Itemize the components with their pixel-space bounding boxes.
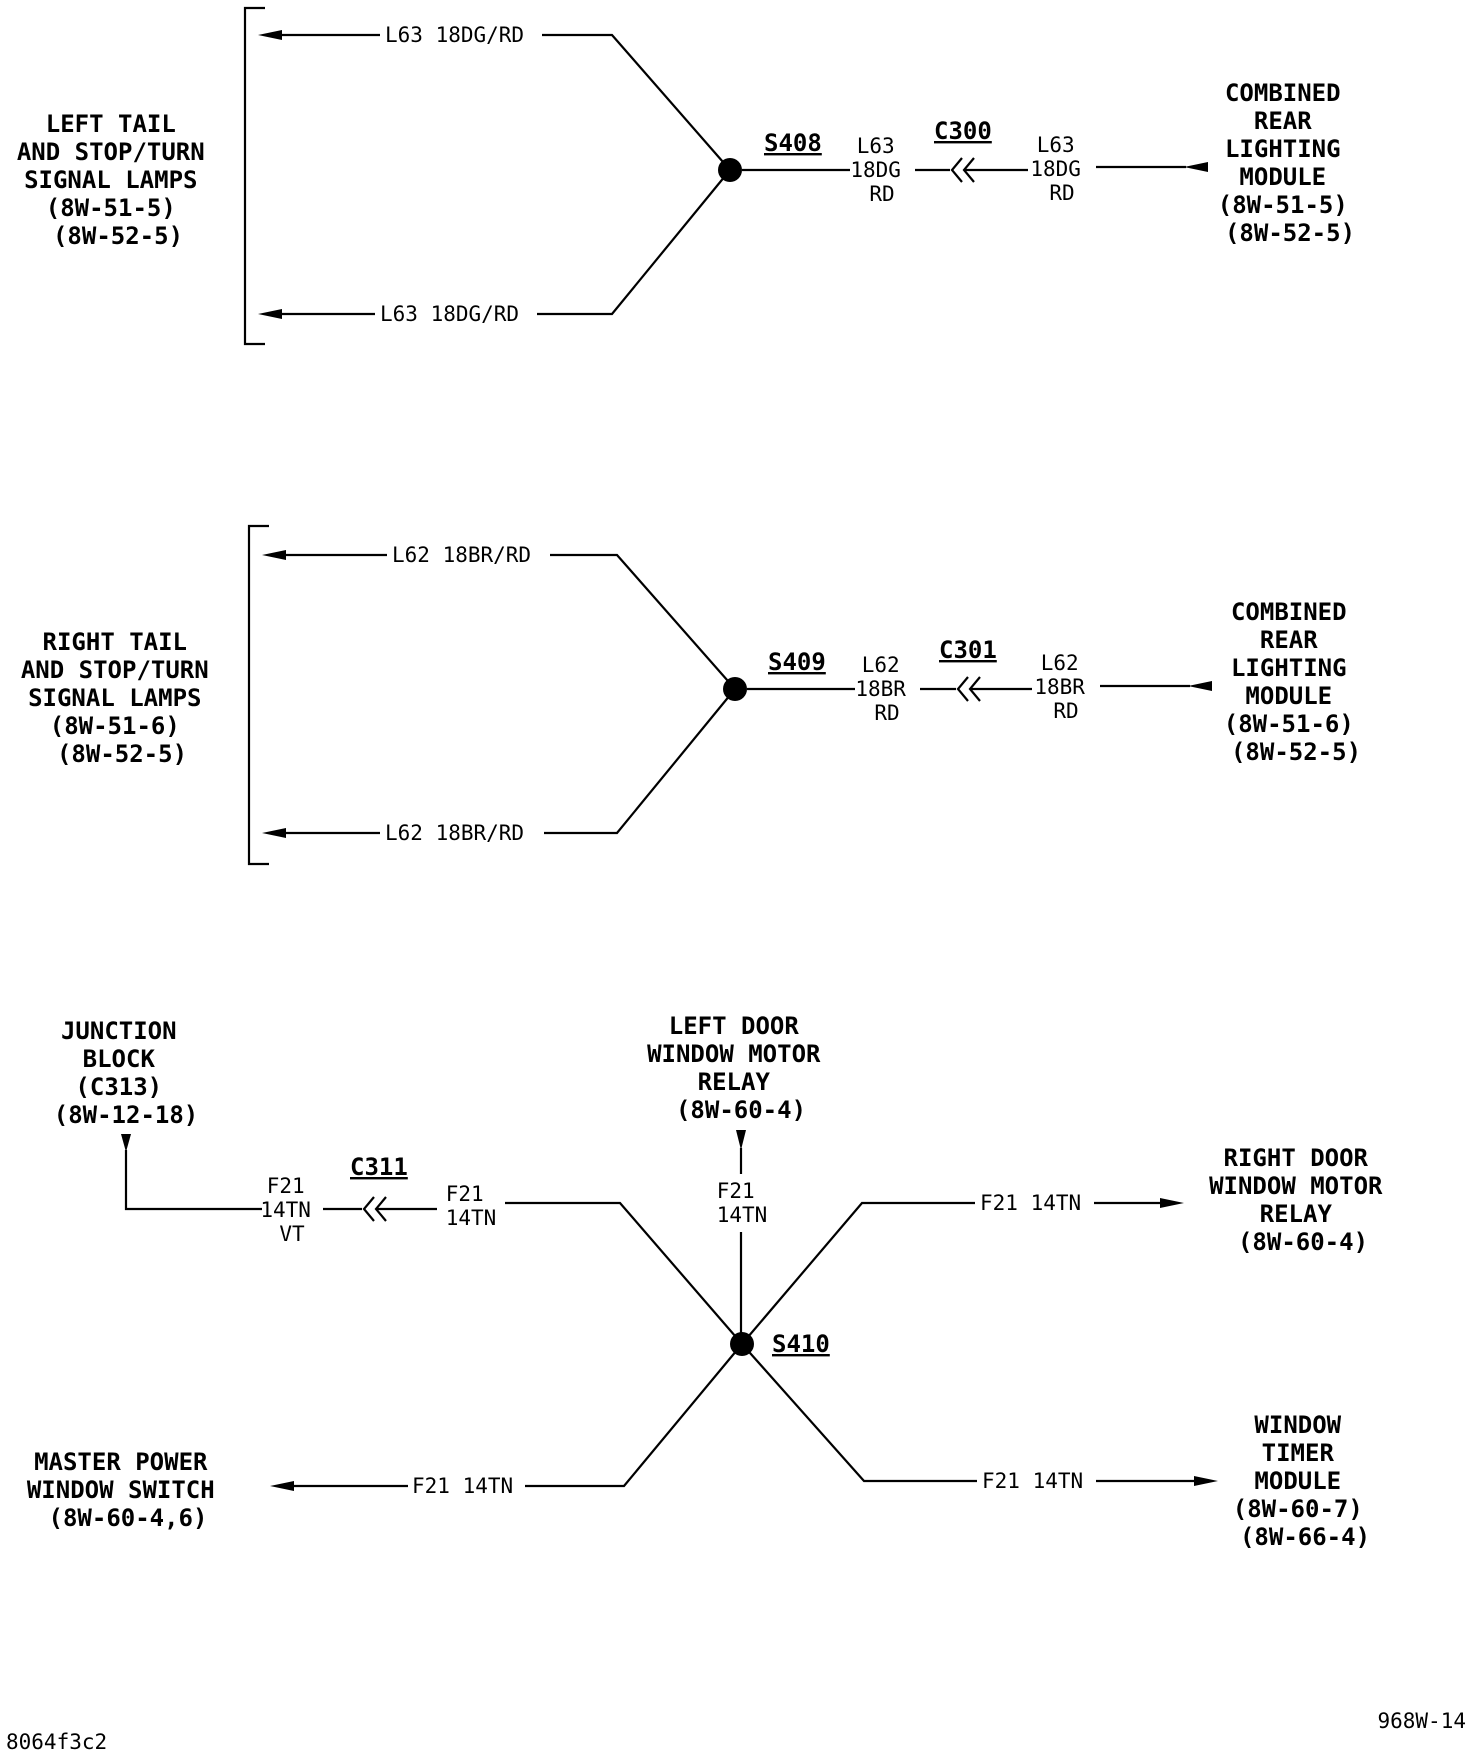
arrow-head-left xyxy=(262,828,286,838)
wire-label-bottom: L63 18DG/RD xyxy=(380,302,519,326)
splice-dot xyxy=(718,158,742,182)
lamp-bracket-right xyxy=(247,524,269,866)
wire-line xyxy=(544,688,736,835)
arrow-head-down xyxy=(121,1134,131,1152)
left-tail-lamps-label: LEFT TAIL AND STOP/TURN SIGNAL LAMPS (8W… xyxy=(17,110,219,250)
wire-line xyxy=(741,1201,975,1345)
connector-label-c311: C311 xyxy=(350,1153,408,1181)
connector-label-c300: C300 xyxy=(934,117,992,145)
wire-line xyxy=(537,169,731,316)
wire-label-master: F21 14TN xyxy=(412,1474,513,1498)
connector-label-c301: C301 xyxy=(939,636,997,664)
combined-rear-lighting-module-label: COMBINED REAR LIGHTING MODULE (8W-51-5) … xyxy=(1218,79,1363,247)
splice-label-s408: S408 xyxy=(764,129,822,157)
arrow-head-left xyxy=(270,1481,294,1491)
wire-line xyxy=(741,1343,977,1483)
wire-label-left-of-connector: L62 18BR RD xyxy=(855,653,918,725)
wire-label-junction: F21 14TN VT xyxy=(260,1174,323,1246)
wire-line xyxy=(505,1201,743,1345)
junction-block-label: JUNCTION BLOCK (C313) (8W-12-18) xyxy=(54,1017,199,1129)
arrow-head-left xyxy=(258,309,282,319)
diagram-s408: LEFT TAIL AND STOP/TURN SIGNAL LAMPS (8W… xyxy=(17,6,1363,346)
arrow-head-left xyxy=(1188,681,1212,691)
combined-rear-lighting-module-label: COMBINED REAR LIGHTING MODULE (8W-51-6) … xyxy=(1224,598,1369,766)
wire-label-bottom: L62 18BR/RD xyxy=(385,821,524,845)
right-door-window-motor-relay-label: RIGHT DOOR WINDOW MOTOR RELAY (8W-60-4) xyxy=(1209,1144,1397,1256)
wire-label-left-door: F21 14TN xyxy=(717,1179,768,1227)
wire-line xyxy=(550,553,736,690)
wire-label-right-of-connector: L63 18DG RD xyxy=(1030,133,1093,205)
wire-label-top: L63 18DG/RD xyxy=(385,23,524,47)
arrow-head-down xyxy=(736,1130,746,1150)
wire-line xyxy=(542,33,731,171)
splice-dot xyxy=(723,677,747,701)
wire-line xyxy=(124,1150,262,1211)
diagram-s409: RIGHT TAIL AND STOP/TURN SIGNAL LAMPS (8… xyxy=(21,524,1369,866)
right-tail-lamps-label: RIGHT TAIL AND STOP/TURN SIGNAL LAMPS (8… xyxy=(21,628,223,768)
arrow-head-left xyxy=(258,30,282,40)
arrow-head-right xyxy=(1160,1198,1184,1208)
wire-label-right-door: F21 14TN xyxy=(980,1191,1081,1215)
master-power-window-switch-label: MASTER POWER WINDOW SWITCH (8W-60-4,6) xyxy=(27,1448,229,1532)
wire-label-right-of-connector: L62 18BR RD xyxy=(1034,651,1097,723)
wire-label-connector-right: F21 14TN xyxy=(446,1182,497,1230)
left-door-window-motor-relay-label: LEFT DOOR WINDOW MOTOR RELAY (8W-60-4) xyxy=(647,1012,835,1124)
arrow-head-right xyxy=(1194,1476,1218,1486)
splice-label-s410: S410 xyxy=(772,1330,830,1358)
diagram-s410: JUNCTION BLOCK (C313) (8W-12-18) F21 14T… xyxy=(27,1012,1397,1551)
lamp-bracket-left xyxy=(243,6,265,346)
arrow-head-left xyxy=(1184,162,1208,172)
wire-label-timer: F21 14TN xyxy=(982,1469,1083,1493)
splice-label-s409: S409 xyxy=(768,648,826,676)
wire-label-left-of-connector: L63 18DG RD xyxy=(850,134,913,206)
arrow-head-left xyxy=(262,550,286,560)
wire-line xyxy=(525,1343,743,1488)
figure-code-left: 8064f3c2 xyxy=(6,1730,107,1754)
wire-label-top: L62 18BR/RD xyxy=(392,543,531,567)
figure-code-right: 968W-14 xyxy=(1377,1709,1466,1733)
window-timer-module-label: WINDOW TIMER MODULE (8W-60-7) (8W-66-4) xyxy=(1233,1411,1378,1551)
